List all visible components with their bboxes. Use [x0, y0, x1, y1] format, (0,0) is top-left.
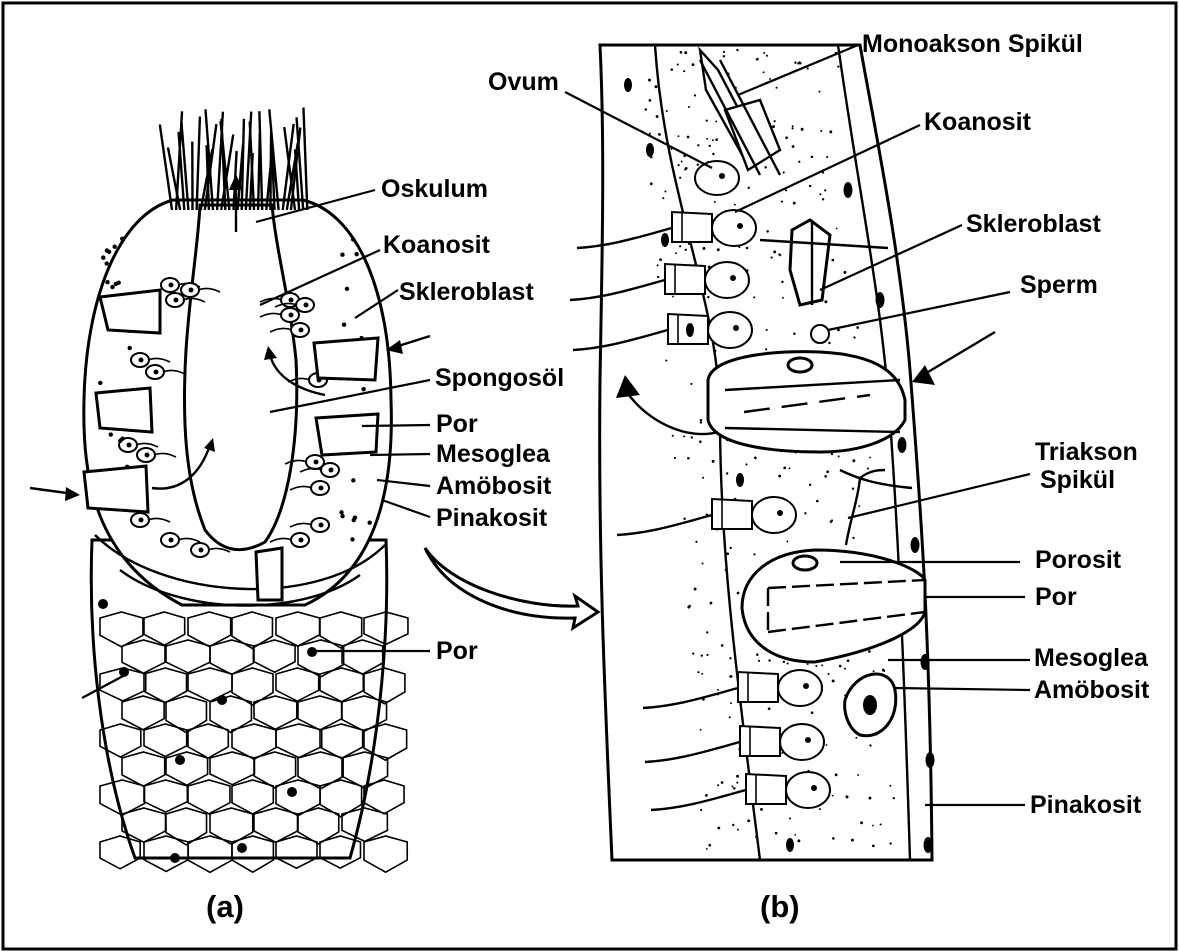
label-monoakson-b: Monoakson Spikül	[862, 30, 1083, 58]
label-spikul-b: Spikül	[1040, 466, 1115, 494]
label-pinakosit-b: Pinakosit	[1030, 791, 1142, 819]
label-amobosit-b: Amöbosit	[1034, 676, 1150, 704]
label-skleroblast-b: Skleroblast	[966, 210, 1101, 238]
label-por-b: Por	[1035, 583, 1077, 611]
label-por-a-1: Por	[436, 410, 478, 438]
label-skleroblast-a: Skleroblast	[399, 278, 534, 306]
caption-b: (b)	[760, 889, 800, 924]
label-sperm-b: Sperm	[1020, 271, 1098, 299]
label-triakson-b: Triakson	[1035, 438, 1138, 466]
label-spongosol-a: Spongosöl	[435, 364, 564, 392]
panel-a-illustration	[30, 108, 430, 873]
label-por-a-2: Por	[436, 637, 478, 665]
transition-arrow	[425, 548, 598, 628]
label-amobosit-a: Amöbosit	[436, 472, 552, 500]
label-koanosit-b: Koanosit	[924, 108, 1032, 136]
panel-b-illustration	[570, 45, 995, 860]
label-mesoglea-b: Mesoglea	[1034, 644, 1149, 672]
caption-a: (a)	[206, 889, 244, 924]
label-porosit-b: Porosit	[1035, 546, 1122, 574]
label-koanosit-a: Koanosit	[383, 231, 491, 259]
label-pinakosit-a: Pinakosit	[436, 504, 548, 532]
osculum-spicule-fringe	[160, 108, 307, 210]
label-ovum-b: Ovum	[488, 68, 559, 96]
label-oskulum-a: Oskulum	[381, 175, 488, 203]
label-mesoglea-a: Mesoglea	[436, 440, 551, 468]
spongocoel-cavity	[184, 205, 296, 550]
